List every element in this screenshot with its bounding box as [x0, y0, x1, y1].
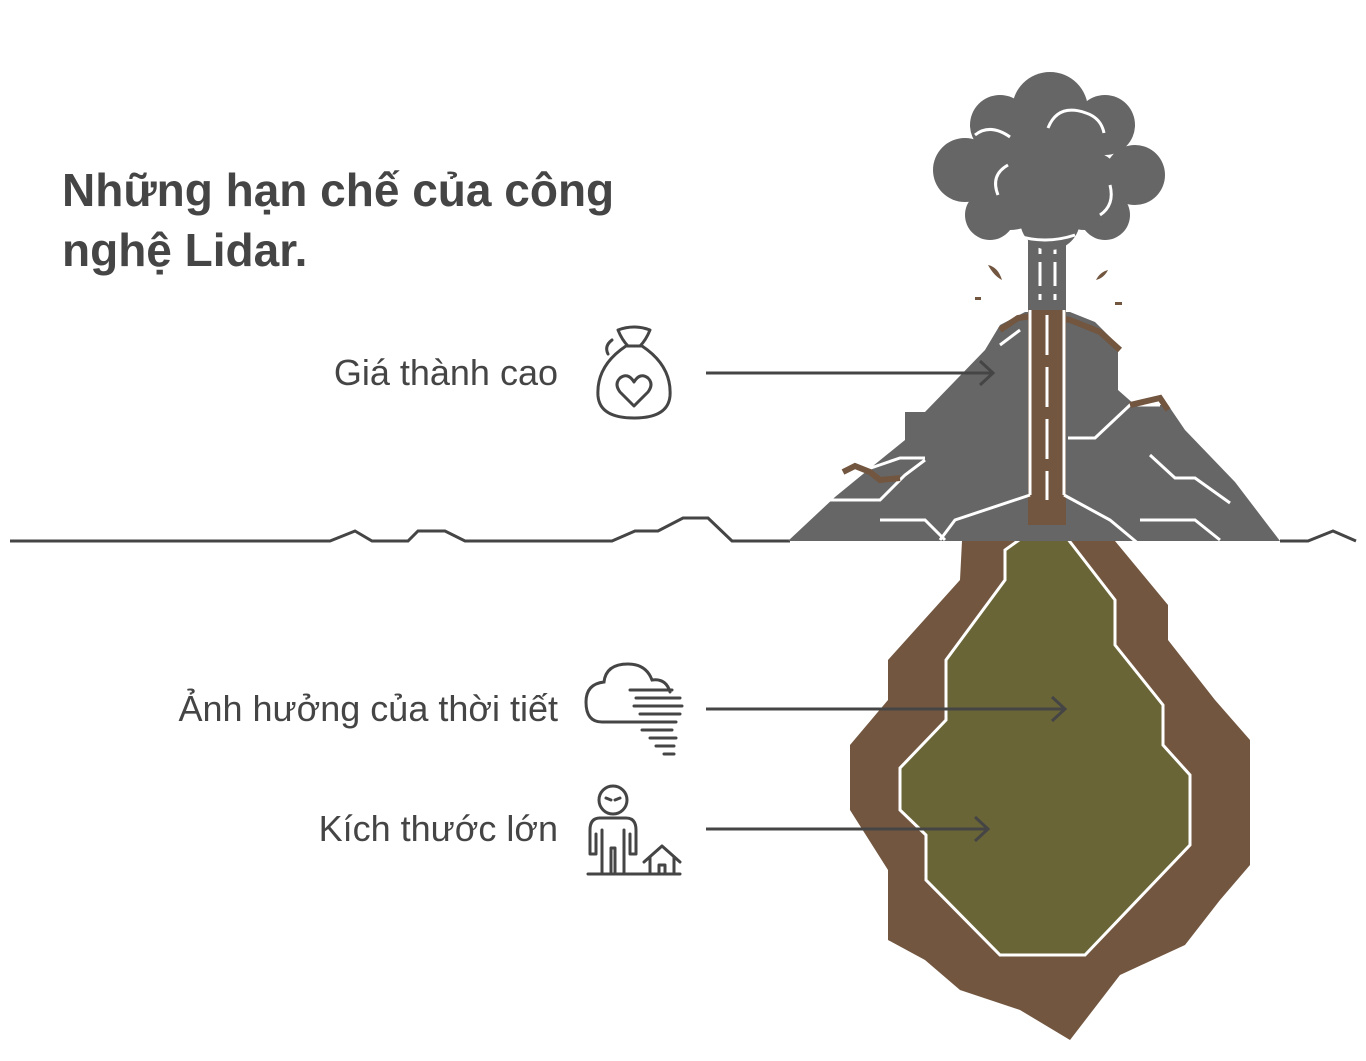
ash-cloud-outline — [974, 108, 1113, 242]
ejecta — [975, 265, 1122, 305]
label-high-cost: Giá thành cao — [333, 352, 558, 393]
page-title: Những hạn chế của công nghệ Lidar. — [62, 164, 615, 276]
magma-chamber — [898, 523, 1192, 957]
rock-strata — [830, 328, 1231, 542]
label-weather-impact: Ảnh hưởng của thời tiết — [178, 688, 558, 729]
arrows — [706, 359, 1068, 843]
ground-line-right — [1280, 529, 1357, 543]
conduit-lines — [938, 310, 1141, 547]
label-large-size: Kích thước lớn — [318, 808, 558, 849]
ash-cloud — [933, 72, 1165, 250]
giant-house-icon — [586, 784, 682, 876]
ground-line — [10, 516, 790, 543]
money-bag-heart-icon — [596, 325, 672, 420]
cloud-wind-icon — [584, 662, 684, 756]
